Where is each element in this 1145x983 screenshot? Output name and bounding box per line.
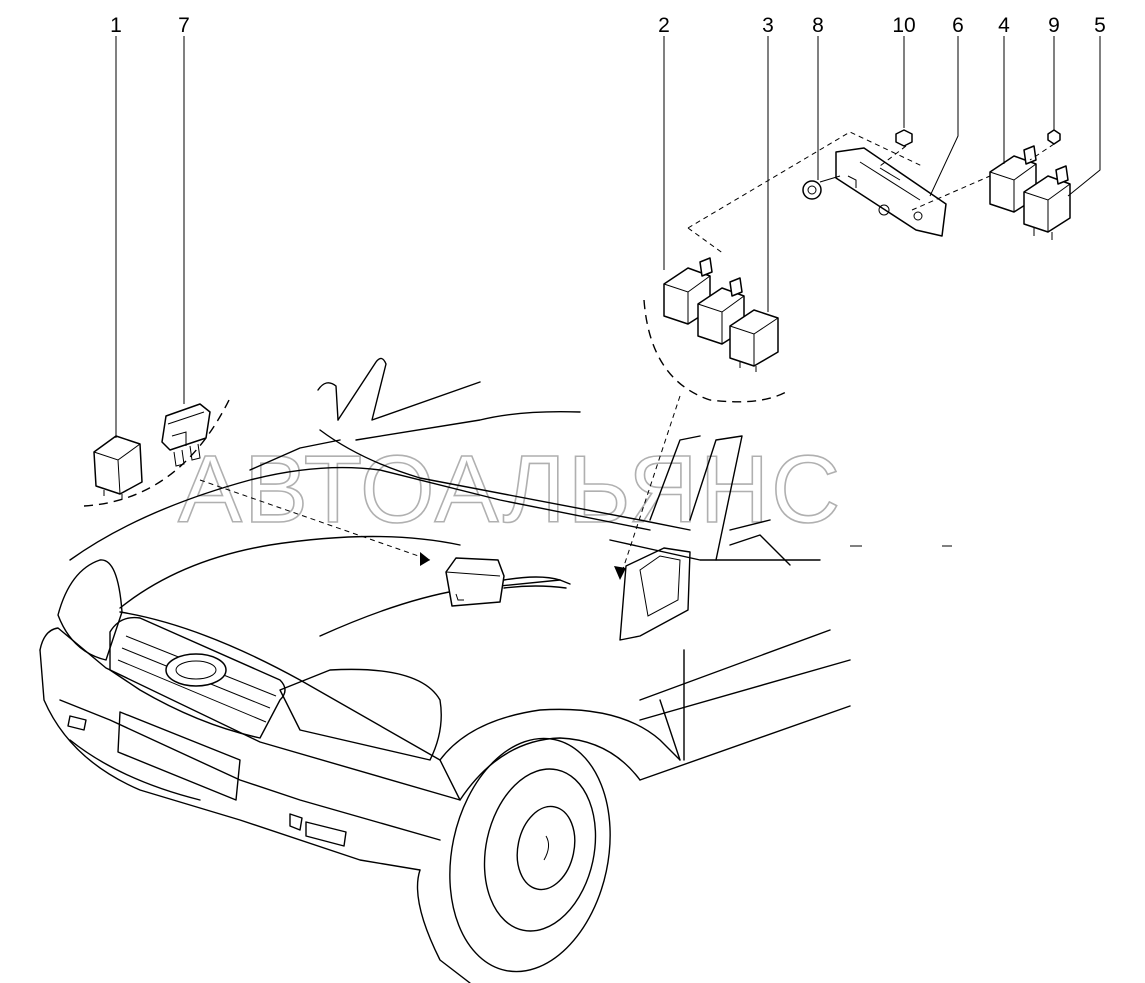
callout-2: 2 xyxy=(658,14,670,37)
callout-6: 6 xyxy=(952,14,964,37)
leader-lines xyxy=(115,36,1101,438)
bolt-part-8 xyxy=(802,175,841,200)
front-wheel xyxy=(449,737,611,973)
location-arrows xyxy=(199,395,681,580)
relay-part-5 xyxy=(1023,165,1071,240)
bracket-part-6 xyxy=(835,147,947,237)
relay-part-3 xyxy=(729,309,779,372)
nut-part-10 xyxy=(895,129,913,147)
callout-3: 3 xyxy=(762,14,774,37)
left-parts-group xyxy=(83,397,231,507)
callout-4: 4 xyxy=(998,14,1010,37)
nut-part-9 xyxy=(1047,129,1061,145)
center-parts-group xyxy=(643,131,923,403)
callout-5: 5 xyxy=(1094,14,1106,37)
relay-block-housing xyxy=(445,557,571,607)
callout-1: 1 xyxy=(110,14,122,37)
brand-emblem xyxy=(165,653,227,687)
callout-10: 10 xyxy=(892,14,915,37)
license-plate xyxy=(117,711,241,801)
car-outline xyxy=(39,357,952,983)
callout-8: 8 xyxy=(812,14,824,37)
callout-7: 7 xyxy=(178,14,190,37)
relay-part-1 xyxy=(93,435,143,500)
callout-9: 9 xyxy=(1048,14,1060,37)
side-mirror xyxy=(619,547,691,641)
right-parts-group xyxy=(802,129,1071,240)
fuse-part-7 xyxy=(161,403,211,467)
callout-labels: 1 7 2 3 8 10 6 4 9 5 xyxy=(110,14,1106,37)
